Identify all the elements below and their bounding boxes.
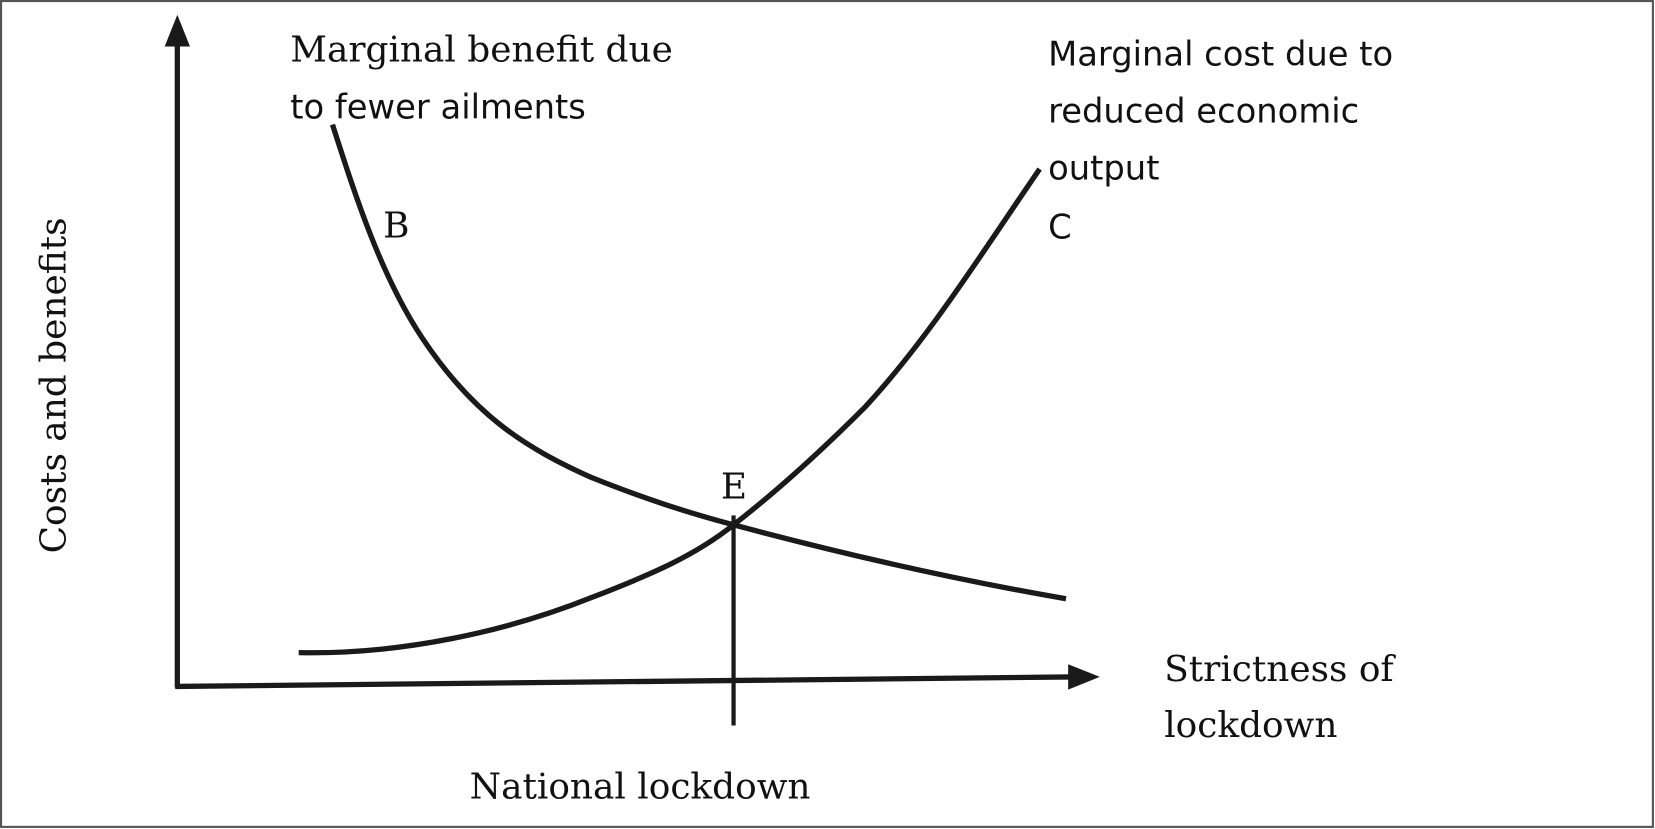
cost-curve-marker: C	[1048, 208, 1072, 247]
y-axis-label: Costs and benefits	[33, 217, 74, 553]
benefit-curve-label-2: to fewer ailments	[290, 87, 586, 126]
national-lockdown-label: National lockdown	[470, 766, 811, 807]
marginal-benefit-curve	[329, 123, 1067, 602]
x-axis-label-2: lockdown	[1164, 705, 1337, 746]
benefit-curve-label-1: Marginal benefit due	[290, 29, 673, 70]
cost-curve-label-3: output	[1048, 149, 1159, 188]
cost-curve-label-1: Marginal cost due to	[1048, 34, 1393, 73]
benefit-curve-marker: B	[383, 206, 409, 247]
x-axis	[175, 674, 1072, 690]
x-axis-arrow-icon	[1068, 664, 1100, 690]
cost-curve-label-2: reduced economic	[1048, 91, 1359, 130]
y-axis-arrow-icon	[164, 14, 190, 47]
equilibrium-label: E	[721, 466, 747, 507]
x-axis-label-1: Strictness of	[1164, 649, 1396, 690]
